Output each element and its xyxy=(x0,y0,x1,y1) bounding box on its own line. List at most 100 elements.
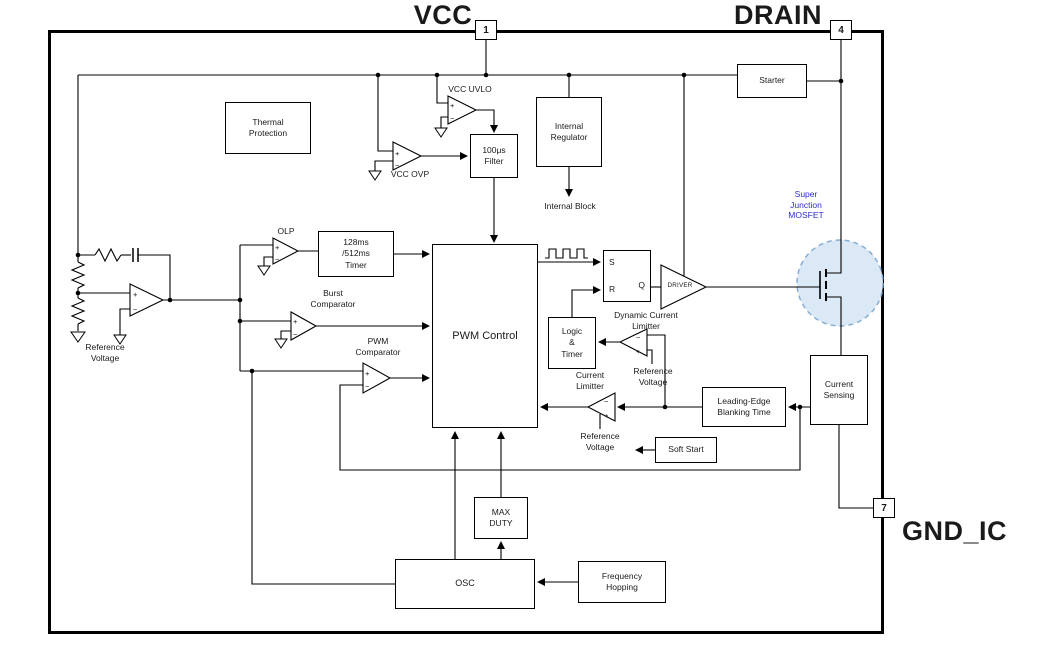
junction-dot xyxy=(237,297,243,303)
mosfet-highlight-circle xyxy=(796,239,884,327)
error-amplifier-symbol xyxy=(129,283,165,317)
wire xyxy=(251,371,395,585)
burst-comparator-label: Burst Comparator xyxy=(310,288,356,309)
reference-arrow-icon xyxy=(113,334,127,345)
driver-symbol xyxy=(660,264,708,310)
arrowhead xyxy=(422,250,430,258)
junction-dot xyxy=(75,252,81,258)
dynamic-current-limiter-comparator-symbol xyxy=(618,328,648,357)
arrowhead xyxy=(422,322,430,330)
dynamic-current-limiter-label: Dynamic Current Limitter xyxy=(614,310,678,331)
plus-mark: + xyxy=(395,149,400,158)
vcc-ovp-label: VCC OVP xyxy=(390,169,430,179)
ic-boundary xyxy=(48,30,884,634)
reference-arrow-icon xyxy=(434,127,448,138)
wire xyxy=(138,254,171,300)
junction-dot xyxy=(797,404,803,410)
wire xyxy=(647,334,666,407)
minus-mark: − xyxy=(604,397,609,406)
pwm-control-block: PWM Control xyxy=(432,244,538,428)
wire xyxy=(263,256,273,266)
latch-r-input-label: R xyxy=(609,284,616,294)
osc-block: OSC xyxy=(395,559,535,609)
wire xyxy=(571,289,595,317)
resistor-symbol xyxy=(94,247,122,263)
arrowhead xyxy=(422,374,430,382)
wire xyxy=(838,425,873,509)
arrowhead xyxy=(497,541,505,549)
plus-mark: + xyxy=(604,411,609,420)
sr-latch-block: S R Q xyxy=(603,250,651,302)
arrowhead xyxy=(617,403,625,411)
wire xyxy=(440,116,448,128)
minus-mark: − xyxy=(365,382,370,391)
arrowhead xyxy=(497,431,505,439)
ground-arrow-icon xyxy=(70,331,86,343)
wire xyxy=(476,109,495,127)
junction-dot xyxy=(375,72,381,78)
gnd-ic-title: GND_IC xyxy=(902,516,1008,546)
current-limiter-label: Current Limitter xyxy=(575,370,605,391)
minus-mark: − xyxy=(450,114,455,123)
frequency-hopping-block: Frequency Hopping xyxy=(578,561,666,603)
junction-dot xyxy=(75,290,81,296)
timer-128ms-block: 128ms /512ms Timer xyxy=(318,231,394,277)
vcc-ovp-comparator-symbol xyxy=(392,141,423,171)
plus-mark: + xyxy=(365,369,370,378)
minus-mark: − xyxy=(275,255,280,264)
arrowheads xyxy=(422,125,796,586)
burst-comparator-symbol xyxy=(290,311,318,341)
latch-s-input-label: S xyxy=(609,257,615,267)
arrowhead xyxy=(788,403,796,411)
wire xyxy=(374,160,393,171)
minus-mark: − xyxy=(636,333,641,342)
arrowhead xyxy=(565,189,573,197)
current-sensing-block: Current Sensing xyxy=(810,355,868,425)
wire xyxy=(647,349,653,364)
internal-block-label: Internal Block xyxy=(544,201,596,211)
junction-dot xyxy=(167,297,173,303)
resistor-symbol xyxy=(70,261,86,289)
arrowhead xyxy=(593,286,601,294)
reference-voltage-label: Reference Voltage xyxy=(580,431,620,452)
pin-4-drain: 4 xyxy=(830,20,852,40)
junction-dot xyxy=(249,368,255,374)
junction-dot xyxy=(434,72,440,78)
reference-arrow-icon xyxy=(368,170,382,181)
junction-dot xyxy=(662,404,668,410)
arrowhead xyxy=(460,152,468,160)
junction-dot xyxy=(838,78,844,84)
wire-set xyxy=(70,40,873,585)
wire xyxy=(339,384,801,471)
arrowhead xyxy=(490,235,498,243)
arrowhead xyxy=(537,578,545,586)
super-junction-mosfet-label: Super Junction MOSFET xyxy=(788,189,824,221)
drain-title: DRAIN xyxy=(734,0,822,30)
reference-arrow-icon xyxy=(257,265,271,276)
plus-mark: + xyxy=(293,317,298,326)
leading-edge-blanking-block: Leading-Edge Blanking Time xyxy=(702,387,786,427)
resistor-symbol xyxy=(70,297,86,325)
olp-comparator-symbol xyxy=(272,237,300,265)
wire xyxy=(436,75,448,104)
junction-dot xyxy=(483,72,489,78)
wire xyxy=(826,40,842,274)
minus-mark: − xyxy=(293,330,298,339)
pulse-waveform-icon xyxy=(545,248,588,259)
plus-mark: + xyxy=(133,290,138,299)
minus-mark: − xyxy=(395,161,400,170)
max-duty-block: MAX DUTY xyxy=(474,497,528,539)
filter-100us-block: 100μs Filter xyxy=(470,134,518,178)
pwm-comparator-label: PWM Comparator xyxy=(355,336,401,357)
comparator-symbols xyxy=(129,95,708,422)
wire xyxy=(280,330,291,339)
arrowhead xyxy=(598,338,606,346)
wire xyxy=(826,296,842,355)
polarity-marks: + − + − + − + − + − + − − + − + xyxy=(133,101,641,420)
wire xyxy=(377,75,393,152)
logic-timer-block: Logic & Timer xyxy=(548,317,596,369)
olp-label: OLP xyxy=(277,226,295,236)
reference-voltage-label: Reference Voltage xyxy=(633,366,673,387)
reference-arrow-icon xyxy=(274,338,288,349)
